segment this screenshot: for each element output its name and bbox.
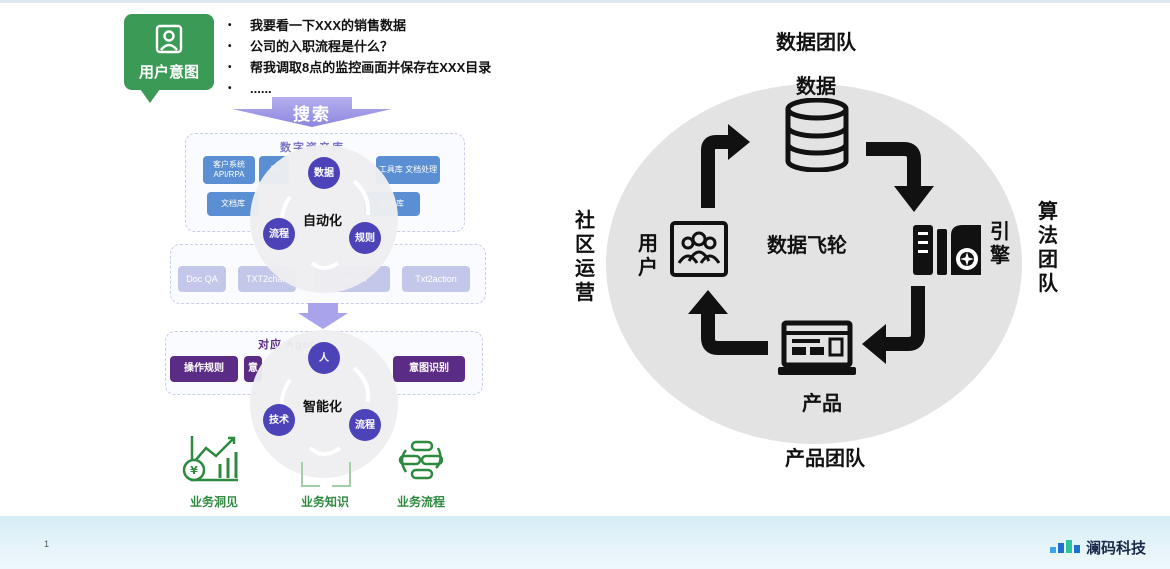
engine-server-icon bbox=[913, 225, 981, 275]
question-item: ...... bbox=[228, 78, 491, 99]
agent-chip: 操作规则 bbox=[170, 356, 238, 382]
search-funnel-arrow bbox=[232, 97, 392, 127]
engine-node-label: 引擎 bbox=[990, 221, 1010, 267]
data-node-label: 数据 bbox=[796, 76, 836, 98]
algorithm-team-label: 算法团队 bbox=[1038, 201, 1058, 295]
brand-logo-icon bbox=[1050, 539, 1080, 553]
business-insight-label: 业务洞见 bbox=[189, 495, 238, 509]
automation-node-rule: 规则 bbox=[349, 222, 381, 254]
business-knowledge-label: 业务知识 bbox=[300, 495, 349, 509]
data-team-label: 数据团队 bbox=[776, 32, 856, 54]
intelligence-node-process: 流程 bbox=[349, 409, 381, 441]
knowledge-icon bbox=[301, 462, 351, 487]
business-process-label: 业务流程 bbox=[396, 495, 445, 509]
flywheel-center-label: 数据飞轮 bbox=[767, 235, 847, 257]
process-flow-icon bbox=[398, 440, 444, 480]
database-icon bbox=[785, 98, 849, 172]
users-group-icon bbox=[670, 221, 728, 277]
product-laptop-icon bbox=[778, 320, 856, 375]
agent-chip: 意图识别 bbox=[393, 356, 465, 382]
brand-name: 澜码科技 bbox=[1086, 540, 1147, 557]
footer-band bbox=[0, 516, 1170, 569]
intelligence-node-tech: 技术 bbox=[263, 404, 295, 436]
community-ops-label: 社区运营 bbox=[575, 210, 595, 304]
arrow-data-to-engine bbox=[866, 142, 934, 212]
user-intent-badge: 用户意图 bbox=[124, 14, 214, 90]
intelligence-wheel-label: 智能化 bbox=[303, 399, 343, 414]
user-node-label: 用户 bbox=[638, 233, 658, 279]
arrow-user-to-data bbox=[701, 124, 750, 208]
intelligence-node-people: 人 bbox=[308, 342, 340, 374]
automation-node-process: 流程 bbox=[263, 218, 295, 250]
brand: 澜码科技 bbox=[1050, 537, 1146, 558]
scenario-chip: Doc QA bbox=[178, 266, 226, 292]
page-number: 1 bbox=[44, 539, 50, 549]
automation-wheel-label: 自动化 bbox=[303, 213, 343, 228]
user-intent-label: 用户意图 bbox=[138, 64, 199, 81]
product-team-label: 产品团队 bbox=[785, 448, 865, 470]
search-label: 搜索 bbox=[293, 105, 331, 124]
automation-node-data: 数据 bbox=[308, 157, 340, 189]
question-item: 帮我调取8点的监控画面并保存在XXX目录 bbox=[228, 57, 491, 78]
top-border bbox=[0, 0, 1170, 3]
product-node-label: 产品 bbox=[802, 393, 842, 415]
arrow-product-to-user bbox=[688, 290, 768, 355]
user-intent-tail bbox=[140, 89, 160, 103]
question-item: 我要看一下XXX的销售数据 bbox=[228, 15, 491, 36]
down-arrow-2 bbox=[298, 303, 348, 329]
svg-text:¥: ¥ bbox=[190, 464, 198, 477]
question-list: 我要看一下XXX的销售数据 公司的入职流程是什么？ 帮我调取8点的监控画面并保存… bbox=[228, 15, 491, 99]
chart-yen-icon: ¥ bbox=[182, 436, 238, 482]
scenario-chip: Txt2action bbox=[402, 266, 470, 292]
user-id-icon bbox=[155, 24, 183, 54]
arrow-engine-to-product bbox=[862, 286, 925, 364]
asset-chip: 客户系统 API/RPA bbox=[203, 156, 255, 184]
question-item: 公司的入职流程是什么？ bbox=[228, 36, 491, 57]
